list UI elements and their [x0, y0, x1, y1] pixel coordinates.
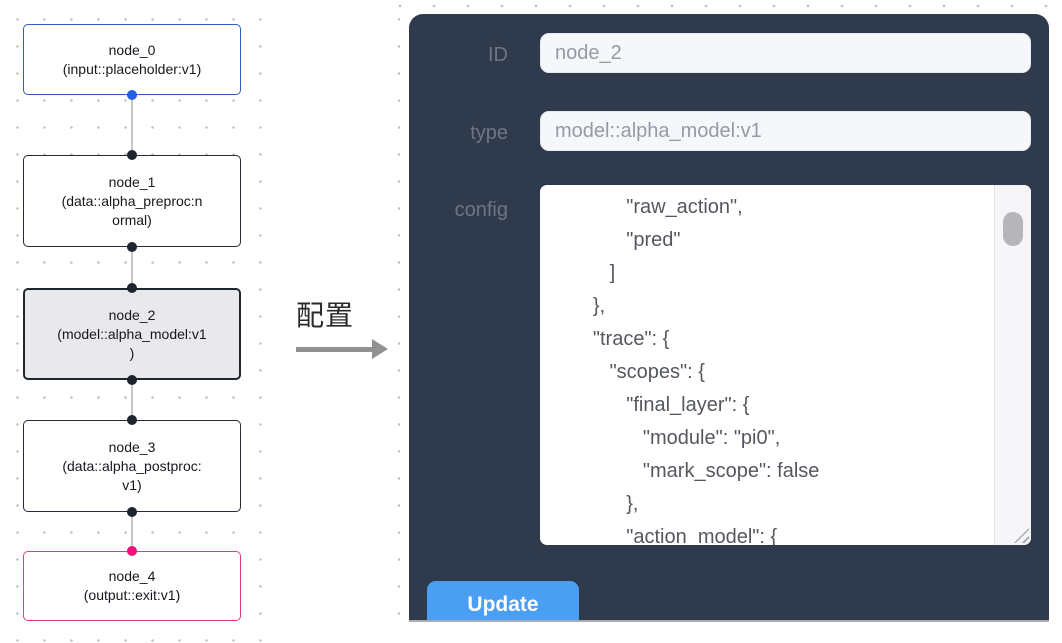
node-label-line: (input::placeholder:v1) — [62, 60, 202, 77]
arrow-right-icon — [296, 339, 388, 359]
node-label-line: (output::exit:v1) — [83, 587, 181, 603]
type-input[interactable] — [540, 111, 1031, 151]
panel-left-dot-column — [393, 0, 405, 618]
node-label-line: node_1 — [108, 173, 156, 190]
node-label-line: v1) — [122, 476, 142, 493]
edge-connector — [131, 512, 133, 551]
port-dot-bottom[interactable] — [127, 242, 137, 252]
node-label-line: node_0 — [108, 41, 156, 58]
panel-bottom-edge — [409, 620, 1049, 622]
arrow-head — [372, 339, 388, 359]
port-dot-top[interactable] — [127, 150, 137, 160]
edge-connector — [131, 380, 133, 420]
config-panel: ID type config "raw_action", "pred" ] },… — [409, 14, 1049, 622]
port-dot-top[interactable] — [127, 283, 137, 293]
node-label-line: (model::alpha_model:v1 — [57, 325, 207, 342]
scrollbar-thumb[interactable] — [1003, 212, 1023, 246]
flow-node-node_2[interactable]: node_2(model::alpha_model:v1) — [23, 288, 241, 380]
id-field-label: ID — [488, 44, 508, 66]
flow-node-node_4[interactable]: node_4(output::exit:v1) — [23, 551, 241, 621]
config-field-label: config — [454, 199, 508, 221]
port-dot-bottom[interactable] — [127, 375, 137, 385]
port-dot-bottom[interactable] — [127, 90, 137, 100]
arrow-shaft — [296, 346, 372, 352]
edge-annotation: 配置 — [296, 299, 388, 359]
node-label-line: ormal) — [112, 211, 152, 228]
config-textarea[interactable]: "raw_action", "pred" ] }, "trace": { "sc… — [540, 185, 1031, 545]
port-dot-top[interactable] — [127, 415, 137, 425]
panel-top-dot-row — [383, 0, 1050, 12]
config-json-text: "raw_action", "pred" ] }, "trace": { "sc… — [592, 196, 820, 545]
node-label-line: node_4 — [108, 568, 156, 584]
edge-label: 配置 — [296, 300, 355, 331]
update-button[interactable]: Update — [427, 581, 579, 622]
flow-node-node_3[interactable]: node_3(data::alpha_postproc:v1) — [23, 420, 241, 512]
node-label-line: node_3 — [108, 438, 156, 455]
node-label-line: (data::alpha_preproc:n — [61, 192, 203, 209]
node-label-line: node_2 — [108, 306, 156, 323]
type-field-label: type — [470, 122, 508, 144]
edge-connector — [131, 95, 133, 155]
edge-connector — [131, 247, 133, 288]
flow-node-node_0[interactable]: node_0(input::placeholder:v1) — [23, 24, 241, 95]
port-dot-top[interactable] — [127, 546, 137, 556]
node-label-line: ) — [129, 344, 135, 361]
node-label-line: (data::alpha_postproc: — [62, 457, 202, 474]
id-input[interactable] — [540, 33, 1031, 73]
scrollbar-track[interactable] — [994, 185, 1031, 545]
port-dot-bottom[interactable] — [127, 507, 137, 517]
